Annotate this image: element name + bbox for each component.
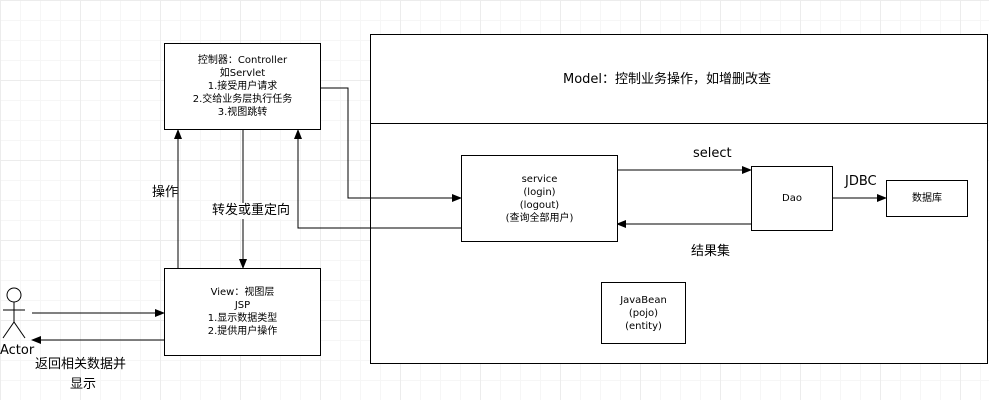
dao-label: Dao xyxy=(782,193,802,204)
view-line-1: View：视图层 xyxy=(210,287,275,298)
edge-label-return-line-2: 显示 xyxy=(70,377,97,392)
service-line-3: (logout) xyxy=(519,199,560,211)
controller-box: 控制器：Controller 如Servlet 1.接受用户请求 2.交给业务层… xyxy=(164,43,321,130)
javabean-box: JavaBean (pojo) (entity) xyxy=(601,282,686,344)
javabean-line-2: (pojo) xyxy=(628,307,659,319)
edge-label-operate: 操作 xyxy=(152,185,179,200)
actor-head xyxy=(6,287,22,303)
controller-line-2: 如Servlet xyxy=(219,68,266,79)
javabean-line-3: (entity) xyxy=(625,320,662,332)
edge-label-forward: 转发或重定向 xyxy=(212,203,291,219)
javabean-line-1: JavaBean xyxy=(620,294,667,306)
controller-line-5: 3.视图跳转 xyxy=(217,107,268,118)
edge-service-to-controller xyxy=(294,129,461,229)
view-line-2: JSP xyxy=(234,300,251,311)
database-box: 数据库 xyxy=(886,180,968,217)
model-panel-title: Model：控制业务操作，如增删改查 xyxy=(563,72,772,87)
database-label: 数据库 xyxy=(912,193,942,204)
service-box: service (login) (logout) (查询全部用户) xyxy=(461,155,618,242)
view-line-3: 1.显示数据类型 xyxy=(207,313,278,324)
actor-label: Actor xyxy=(0,343,35,358)
controller-line-3: 1.接受用户请求 xyxy=(207,81,278,92)
edge-controller-to-service xyxy=(320,87,462,202)
model-panel-header xyxy=(370,34,988,124)
controller-line-4: 2.交给业务层执行任务 xyxy=(192,94,293,105)
view-line-4: 2.提供用户操作 xyxy=(207,326,278,337)
dao-box: Dao xyxy=(751,166,833,231)
controller-line-1: 控制器：Controller xyxy=(197,55,288,66)
edge-label-result-set: 结果集 xyxy=(691,244,731,259)
view-box: View：视图层 JSP 1.显示数据类型 2.提供用户操作 xyxy=(164,268,321,356)
actor-figure xyxy=(2,287,26,339)
edge-label-jdbc: JDBC xyxy=(845,174,877,189)
actor-leg-right xyxy=(13,321,26,339)
service-line-4: (查询全部用户) xyxy=(505,212,574,224)
service-line-1: service xyxy=(521,173,558,185)
actor-leg-left xyxy=(2,321,15,339)
edge-label-return-line-1: 返回相关数据并 xyxy=(35,357,127,372)
edge-label-select: select xyxy=(693,146,732,161)
service-line-2: (login) xyxy=(523,186,556,198)
